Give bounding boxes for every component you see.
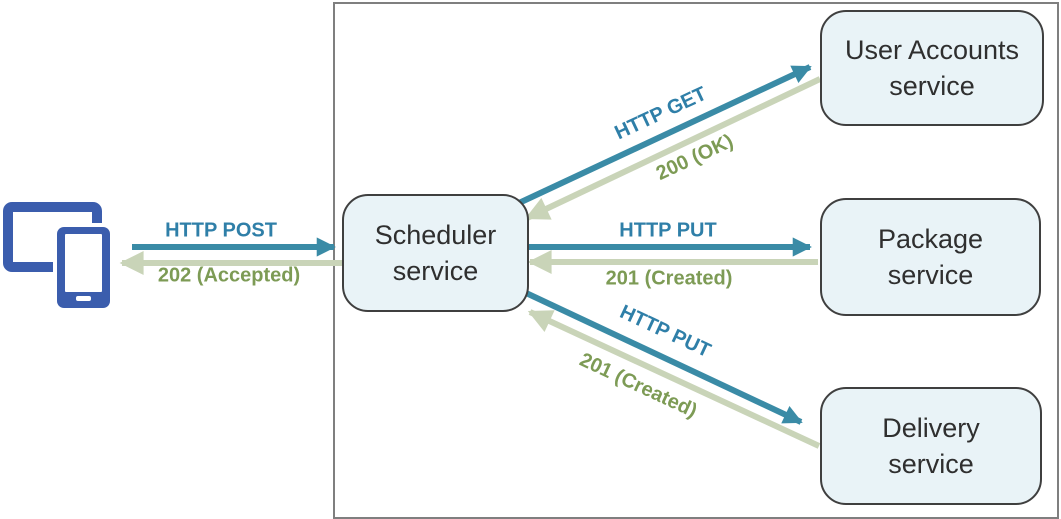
http-put-package-label: HTTP PUT [619, 219, 717, 242]
status-202-label: 202 (Accepted) [157, 264, 301, 287]
node-label: Delivery [882, 413, 980, 443]
phone-icon [57, 227, 110, 308]
node-label: service [887, 260, 974, 290]
node-label: service [392, 256, 479, 286]
response-201-delivery-arrow [527, 309, 821, 449]
http-post-label: HTTP POST [165, 219, 277, 242]
node-label: service [888, 449, 974, 479]
node-label: Scheduler [374, 220, 497, 250]
phone-screen [65, 234, 102, 292]
response-200-arrow [524, 76, 822, 221]
node-label: service [889, 71, 975, 101]
phone-homebar [76, 296, 91, 301]
node-label: User Accounts [844, 35, 1020, 65]
node-label: Package [877, 224, 984, 254]
delivery-service-node: Delivery service [820, 387, 1042, 505]
scheduler-service-node: Scheduler service [342, 194, 529, 312]
request-get-arrow [517, 64, 812, 206]
request-put-delivery-arrow [522, 289, 803, 425]
user-accounts-service-node: User Accounts service [820, 10, 1044, 126]
package-service-node: Package service [820, 198, 1041, 316]
status-201-package-label: 201 (Created) [605, 267, 733, 290]
